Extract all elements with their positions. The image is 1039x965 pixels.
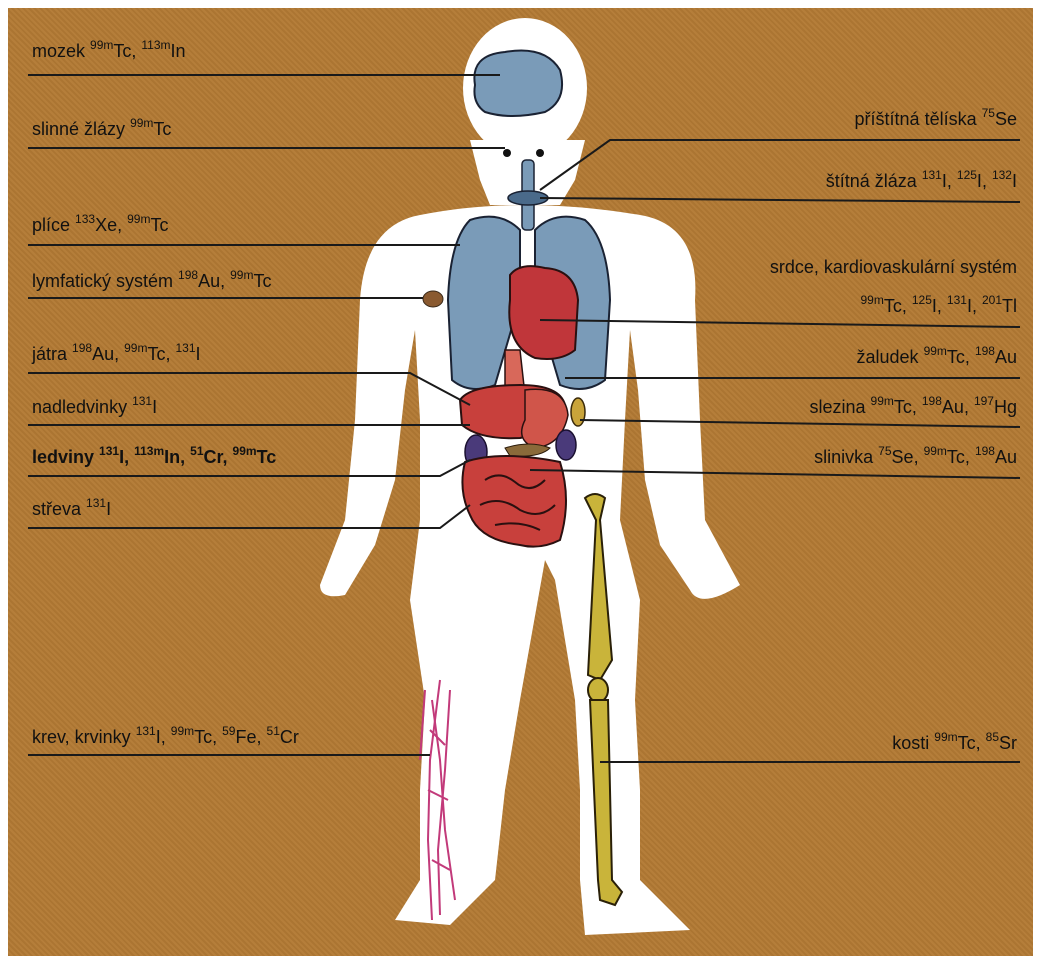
isotope: , 113mIn [124, 447, 180, 467]
isotope: 131I [917, 171, 947, 191]
salivary-gland-right [536, 149, 544, 157]
label-stitna-zlaza: štítná žláza 131I, 125I, 132I [826, 170, 1017, 192]
label-ledviny: ledviny 131I, 113mIn, 51Cr, 99mTc [32, 446, 276, 468]
organ-name: mozek [32, 41, 85, 61]
label-krev: krev, krvinky 131I, 99mTc, 59Fe, 51Cr [32, 726, 299, 748]
isotope: , 198Au [965, 347, 1017, 367]
label-jatra: játra 198Au, 99mTc, 131I [32, 343, 201, 365]
organ-name: krev, krvinky [32, 727, 131, 747]
isotope: 133Xe [70, 215, 117, 235]
organ-name: slinné žlázy [32, 119, 125, 139]
organ-name: nadledvinky [32, 397, 127, 417]
isotope: 131I [131, 727, 161, 747]
isotope: , 85Sr [976, 733, 1017, 753]
lymph-node [423, 291, 443, 307]
brain [474, 50, 562, 116]
isotope: , 99mTc [161, 727, 212, 747]
isotope: 131I [94, 447, 124, 467]
organ-name: štítná žláza [826, 171, 917, 191]
label-lymfaticky-system: lymfatický systém 198Au, 99mTc [32, 270, 271, 292]
isotope: , 99mTc [223, 447, 277, 467]
organ-name: ledviny [32, 447, 94, 467]
isotope: , 113mIn [131, 41, 185, 61]
isotope: , 125I [947, 171, 982, 191]
label-slinne-zlazy: slinné žlázy 99mTc [32, 118, 171, 140]
isotope: 99mTc [919, 347, 965, 367]
isotope: , 132I [982, 171, 1017, 191]
isotope: , 99mTc [114, 344, 165, 364]
isotope: 99mTc [860, 296, 901, 316]
spleen [571, 398, 585, 426]
isotope: , 125I [902, 296, 937, 316]
isotope: , 51Cr [257, 727, 299, 747]
isotope: , 201Tl [972, 296, 1017, 316]
organ-name: srdce, kardiovaskulární systém [770, 257, 1017, 277]
label-slinivka: slinivka 75Se, 99mTc, 198Au [814, 446, 1017, 468]
isotope: , 51Cr [180, 447, 222, 467]
heart [509, 266, 578, 359]
label-nadledvinky: nadledvinky 131I [32, 396, 157, 418]
isotope: , 99mTc [117, 215, 168, 235]
isotope: , 198Au [965, 447, 1017, 467]
kidney-right [556, 430, 576, 460]
organ-name: střeva [32, 499, 81, 519]
label-pristitna-teliska: příštítná tělíska 75Se [855, 108, 1017, 130]
isotope: 75Se [873, 447, 913, 467]
organ-name: slezina [809, 397, 865, 417]
organ-name: plíce [32, 215, 70, 235]
isotope: 131I [81, 499, 111, 519]
isotope: 99mTc [125, 119, 171, 139]
organ-name: játra [32, 344, 67, 364]
isotope: 75Se [977, 109, 1017, 129]
organ-name: slinivka [814, 447, 873, 467]
label-srdce-isotopes: 99mTc, 125I, 131I, 201Tl [860, 295, 1017, 317]
isotope: 198Au [173, 271, 220, 291]
isotope: 99mTc [866, 397, 912, 417]
isotope: 131I [127, 397, 157, 417]
label-plice: plíce 133Xe, 99mTc [32, 214, 168, 236]
organ-name: lymfatický systém [32, 271, 173, 291]
label-zaludek: žaludek 99mTc, 198Au [857, 346, 1017, 368]
isotope: , 99mTc [220, 271, 271, 291]
label-slezina: slezina 99mTc, 198Au, 197Hg [809, 396, 1017, 418]
isotope: , 198Au [912, 397, 964, 417]
organ-name: kosti [892, 733, 929, 753]
label-kosti: kosti 99mTc, 85Sr [892, 732, 1017, 754]
isotope: 99mTc [929, 733, 975, 753]
isotope: , 131I [937, 296, 972, 316]
isotope: , 197Hg [964, 397, 1017, 417]
isotope: , 99mTc [914, 447, 965, 467]
isotope: 198Au [67, 344, 114, 364]
label-streva: střeva 131I [32, 498, 111, 520]
organ-name: příštítná tělíska [855, 109, 977, 129]
organ-name: žaludek [857, 347, 919, 367]
salivary-gland-left [503, 149, 511, 157]
label-mozek: mozek 99mTc, 113mIn [32, 40, 186, 62]
isotope: , 59Fe [212, 727, 256, 747]
label-srdce: srdce, kardiovaskulární systém [770, 256, 1017, 278]
knee [588, 678, 608, 702]
isotope: 99mTc [85, 41, 131, 61]
isotope: , 131I [165, 344, 200, 364]
